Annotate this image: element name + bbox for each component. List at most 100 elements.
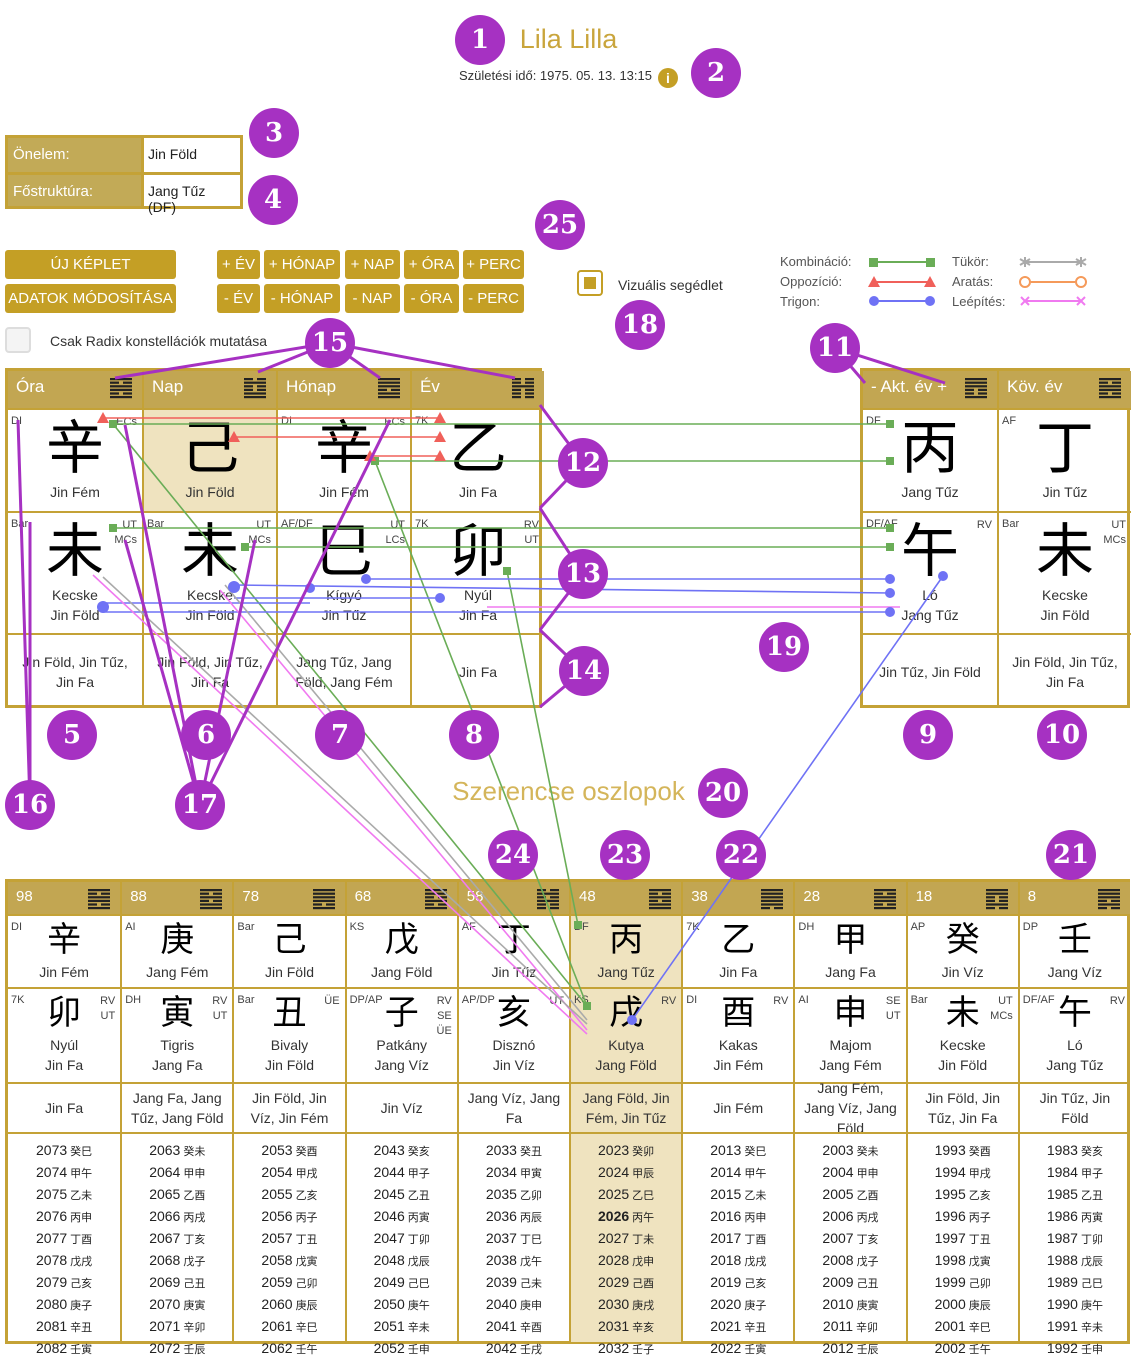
hexagram-icon[interactable] xyxy=(312,888,335,910)
decrement-minute-button[interactable]: - PERC xyxy=(463,284,524,313)
hexagram-icon[interactable] xyxy=(1097,888,1120,910)
pillar-header-label[interactable]: - Akt. év + xyxy=(871,377,948,396)
hexagram-icon[interactable] xyxy=(649,888,672,910)
hexagram-icon[interactable] xyxy=(761,888,784,910)
pillar-header-label[interactable]: Köv. év xyxy=(1007,377,1063,396)
decrement-hour-button[interactable]: - ÓRA xyxy=(404,284,459,313)
hexagram-icon[interactable] xyxy=(244,377,266,399)
hexagram-icon[interactable] xyxy=(536,888,559,910)
decrement-year-button[interactable]: - ÉV xyxy=(217,284,260,313)
hexagram-icon[interactable] xyxy=(985,888,1008,910)
increment-day-button[interactable]: + NAP xyxy=(345,250,400,279)
increment-minute-button[interactable]: + PERC xyxy=(463,250,524,279)
radix-only-checkbox[interactable] xyxy=(5,327,31,353)
hexagram-icon[interactable] xyxy=(873,888,896,910)
hexagram-icon[interactable] xyxy=(424,888,447,910)
hexagram-icon[interactable] xyxy=(1099,377,1121,399)
hexagram-icon[interactable] xyxy=(200,888,223,910)
new-chart-button[interactable]: ÚJ KÉPLET xyxy=(5,250,176,279)
decrement-month-button[interactable]: - HÓNAP xyxy=(264,284,340,313)
hexagram-icon[interactable] xyxy=(88,888,111,910)
decrement-day-button[interactable]: - NAP xyxy=(345,284,400,313)
increment-month-button[interactable]: + HÓNAP xyxy=(264,250,340,279)
visual-aid-checkbox[interactable] xyxy=(577,270,603,296)
